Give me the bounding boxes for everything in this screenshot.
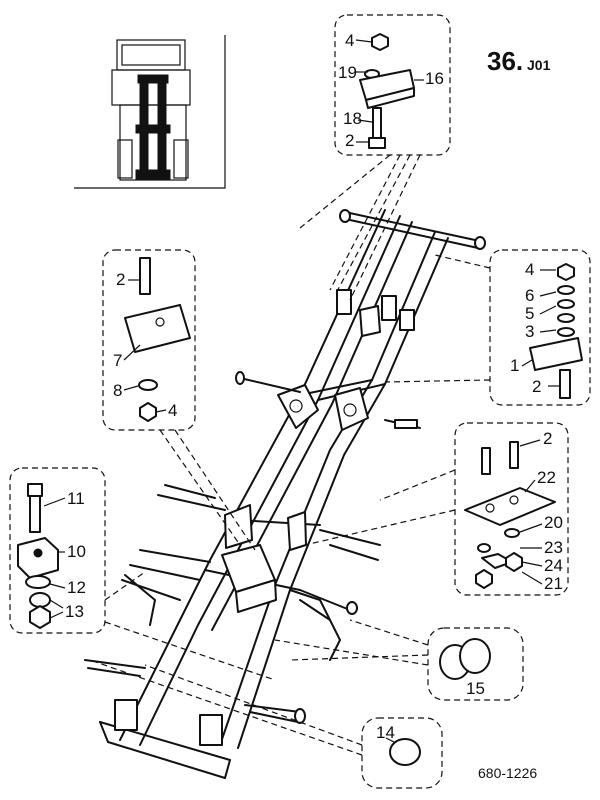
truck-front-thumbnail — [74, 35, 226, 189]
nut-icon — [371, 33, 389, 51]
leader-right — [384, 254, 491, 383]
nut-icon — [139, 402, 157, 422]
washer-icon — [504, 528, 520, 538]
drawing-reference: 680-1226 — [478, 765, 537, 781]
plate-icon — [464, 487, 556, 526]
nut-icon — [505, 552, 523, 572]
nut-icon — [557, 263, 575, 281]
callout-4: 4 — [168, 401, 177, 420]
inset-left: 2 7 8 4 — [102, 249, 196, 431]
page-number-main: 36. — [487, 46, 523, 76]
spacer-block-icon — [17, 537, 59, 579]
callout-13: 13 — [65, 602, 84, 621]
callout-20: 20 — [544, 513, 563, 532]
leader-plate — [304, 469, 456, 546]
page-number: 36. J01 — [487, 46, 551, 76]
callout-21: 21 — [544, 574, 563, 593]
callout-6: 6 — [525, 286, 534, 305]
leader-left — [159, 429, 256, 551]
callout-2: 2 — [543, 429, 552, 448]
callout-10: 10 — [67, 542, 86, 561]
callout-24: 24 — [544, 556, 563, 575]
leader-plug — [89, 659, 363, 756]
callout-2: 2 — [532, 377, 541, 396]
callout-2: 2 — [116, 270, 125, 289]
cap-icon — [459, 638, 491, 674]
callout-12: 12 — [67, 578, 86, 597]
inset-plate: 2 22 20 23 24 21 — [454, 422, 569, 596]
callout-4: 4 — [345, 31, 354, 50]
bolt-icon — [559, 369, 571, 399]
leader-bracket — [104, 571, 276, 681]
callout-19: 19 — [338, 63, 357, 82]
washer-icon — [557, 285, 575, 295]
callout-22: 22 — [537, 468, 556, 487]
spacer-block-icon — [529, 337, 583, 371]
callout-14: 14 — [376, 723, 395, 742]
callout-18: 18 — [343, 109, 362, 128]
spacer-block-icon — [124, 304, 191, 353]
plug-icon — [389, 738, 421, 766]
callout-23: 23 — [544, 538, 563, 557]
inset-right: 4 6 5 3 1 2 — [489, 249, 591, 406]
callout-15: 15 — [466, 679, 485, 698]
washer-icon — [138, 379, 158, 391]
washer-icon — [25, 575, 51, 589]
callout-5: 5 — [525, 304, 534, 323]
bolt-icon — [481, 447, 491, 475]
callout-11: 11 — [67, 489, 85, 508]
callout-2: 2 — [345, 131, 354, 150]
callout-16: 16 — [425, 69, 444, 88]
callout-4: 4 — [525, 260, 534, 279]
callout-3: 3 — [525, 322, 534, 341]
callout-8: 8 — [113, 381, 122, 400]
bolt-icon — [27, 483, 43, 497]
leader-caps — [274, 619, 429, 666]
bolt-icon — [139, 257, 151, 295]
leader-top — [299, 154, 421, 301]
inset-top: 4 19 16 18 2 — [334, 14, 451, 156]
inset-caps: 15 — [427, 627, 524, 701]
page-number-section: J01 — [527, 57, 551, 73]
callout-7: 7 — [113, 351, 122, 370]
chassis-frame — [84, 209, 486, 779]
callout-1: 1 — [510, 356, 519, 375]
inset-bracket: 11 10 12 13 — [9, 467, 106, 634]
nut-icon — [29, 592, 51, 608]
inset-plug: 14 — [361, 717, 443, 789]
